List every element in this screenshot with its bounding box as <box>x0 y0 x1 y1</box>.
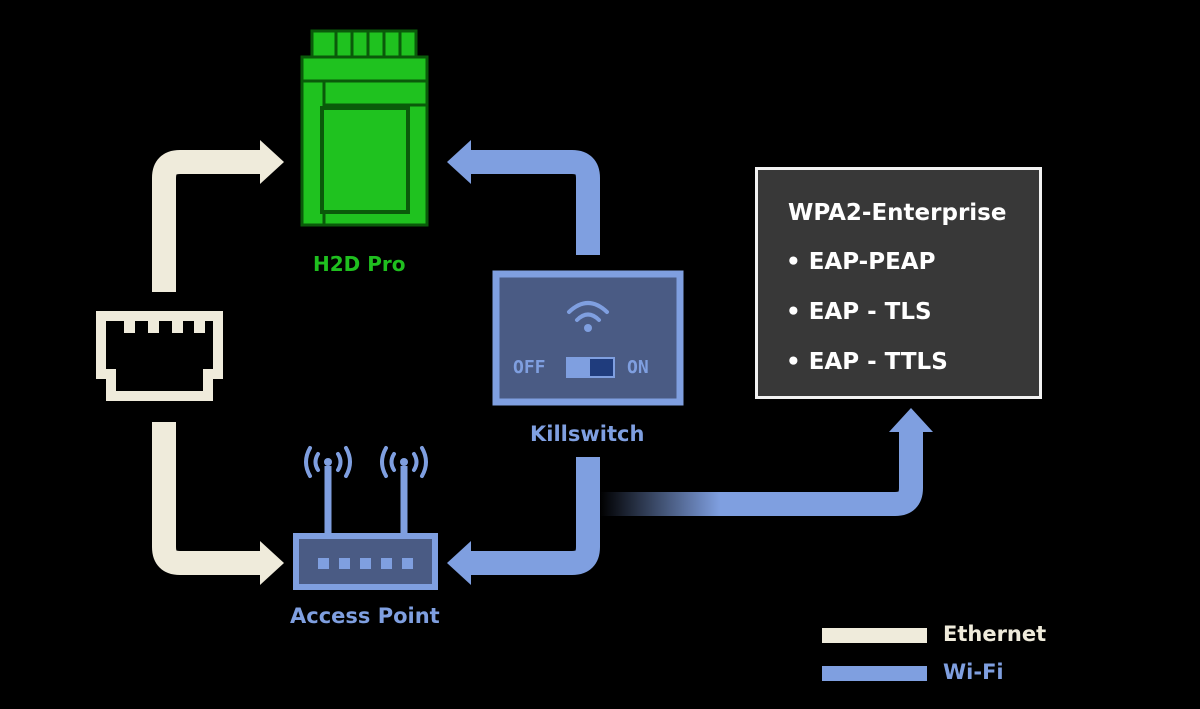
wifi-connector-top <box>447 140 600 255</box>
toggle-off-label: OFF <box>513 357 546 378</box>
wifi-connector-auth <box>600 408 933 516</box>
wpa2-title: WPA2-Enterprise <box>788 200 1007 226</box>
router-icon <box>293 446 438 590</box>
legend-swatch-wifi <box>822 666 927 681</box>
killswitch-panel <box>492 270 684 406</box>
legend-label-ethernet: Ethernet <box>943 622 1047 646</box>
ethernet-connector-top <box>152 140 284 292</box>
printer-module-icon <box>300 29 429 227</box>
killswitch-label: Killswitch <box>530 422 645 446</box>
wpa2-enterprise-box: WPA2-Enterprise • EAP-PEAP • EAP - TLS •… <box>755 167 1042 399</box>
legend-swatch-ethernet <box>822 628 927 643</box>
eap-method-item: • EAP - TTLS <box>786 349 948 375</box>
h2d-pro-label: H2D Pro <box>313 252 406 276</box>
ethernet-connector-bottom <box>152 422 284 585</box>
wifi-icon <box>567 301 609 332</box>
legend-label-wifi: Wi-Fi <box>943 660 1004 684</box>
eap-method-item: • EAP - TLS <box>786 299 932 325</box>
wifi-connector-bottom <box>447 457 600 585</box>
access-point-label: Access Point <box>290 604 440 628</box>
toggle-switch[interactable] <box>566 357 615 378</box>
ethernet-port-icon <box>96 311 223 401</box>
toggle-on-label: ON <box>627 357 649 378</box>
eap-method-item: • EAP-PEAP <box>786 249 936 275</box>
